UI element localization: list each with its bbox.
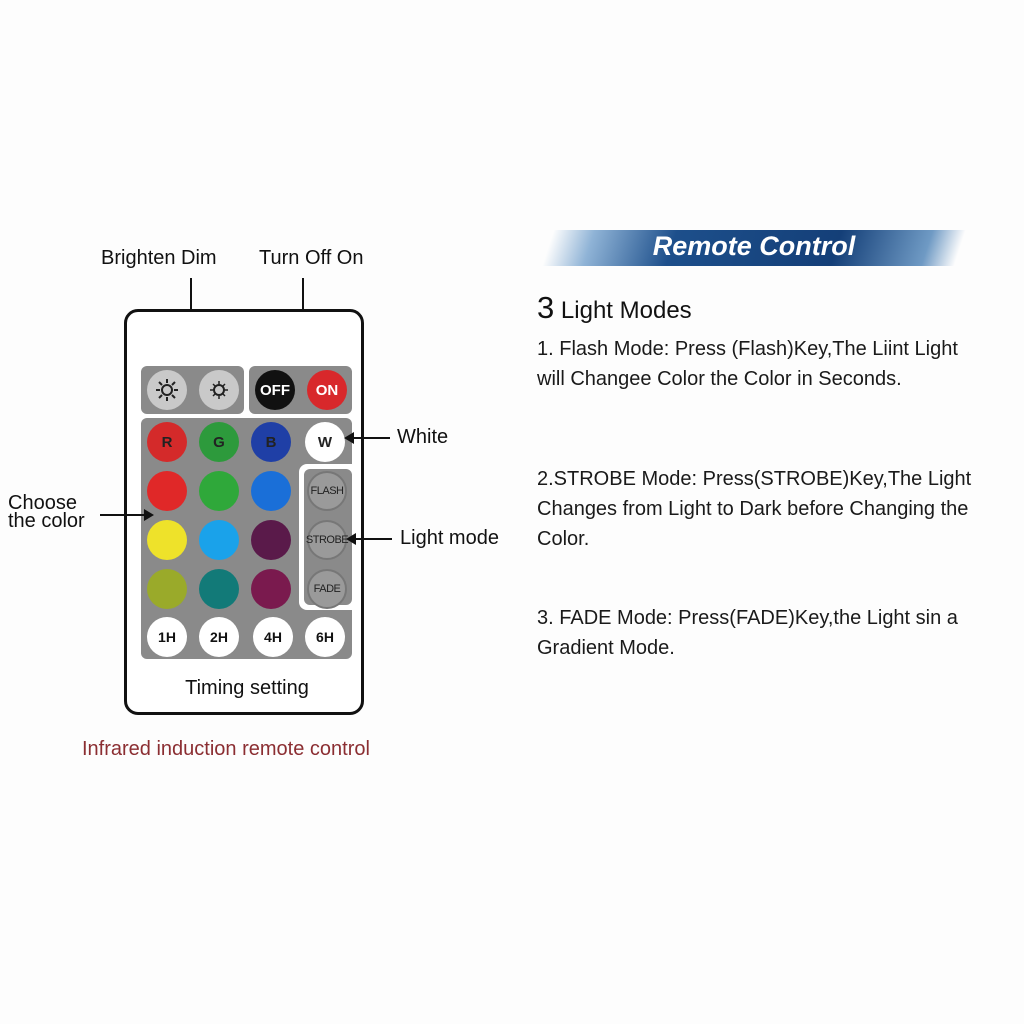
brighten-button[interactable] [147,370,187,410]
choose-color-arrow [100,509,154,521]
blue-button[interactable]: B [251,422,291,462]
light-modes-text: Light Modes [560,297,692,324]
timer-4h-button[interactable]: 4H [253,617,293,657]
brighten-dim-label: Brighten Dim [101,247,217,269]
white-button[interactable]: W [305,422,345,462]
color-button-yellow[interactable] [147,520,187,560]
color-button-blue[interactable] [251,471,291,511]
timer-1h-button[interactable]: 1H [147,617,187,657]
flash-mode-description: 1. Flash Mode: Press (Flash)Key,The Liin… [537,338,958,390]
red-button[interactable]: R [147,422,187,462]
light-mode-label: Light mode [400,527,499,549]
timer-2h-button[interactable]: 2H [199,617,239,657]
white-label: White [397,426,449,448]
remote-control: OFF ON R G B W FLASH STROBE FADE 1H 2H 4… [124,309,364,715]
sun-dim-icon [210,381,228,399]
turn-off-on-label: Turn Off On [259,247,364,269]
choose-color-label: Choose the color [8,492,85,532]
strobe-button[interactable]: STROBE [306,520,349,560]
green-button[interactable]: G [199,422,239,462]
white-arrow [344,432,390,444]
color-button-red[interactable] [147,471,187,511]
color-button-plum[interactable] [251,520,291,560]
light-modes-count: 3 [537,290,555,325]
color-button-sky[interactable] [199,520,239,560]
color-button-teal[interactable] [199,569,239,609]
light-modes-title: 3 Light Modes [537,290,692,326]
color-button-olive[interactable] [147,569,187,609]
sun-bright-icon [156,379,178,401]
choose-color-label-line2: the color [8,510,85,532]
strobe-mode-description: 2.STROBE Mode: Press(STROBE)Key,The Ligh… [537,468,972,550]
color-button-green[interactable] [199,471,239,511]
light-mode-arrow [346,533,392,545]
flash-button[interactable]: FLASH [307,471,347,511]
on-button[interactable]: ON [307,370,347,410]
choose-color-label-line1: Choose [8,492,77,514]
off-button[interactable]: OFF [255,370,295,410]
timing-setting-label: Timing setting [185,677,309,699]
dim-button[interactable] [199,370,239,410]
color-button-magenta[interactable] [251,569,291,609]
banner-title: Remote Control [652,231,856,261]
fade-button[interactable]: FADE [307,569,347,609]
timer-6h-button[interactable]: 6H [305,617,345,657]
remote-caption: Infrared induction remote control [82,738,370,760]
fade-mode-description: 3. FADE Mode: Press(FADE)Key,the Light s… [537,607,958,659]
